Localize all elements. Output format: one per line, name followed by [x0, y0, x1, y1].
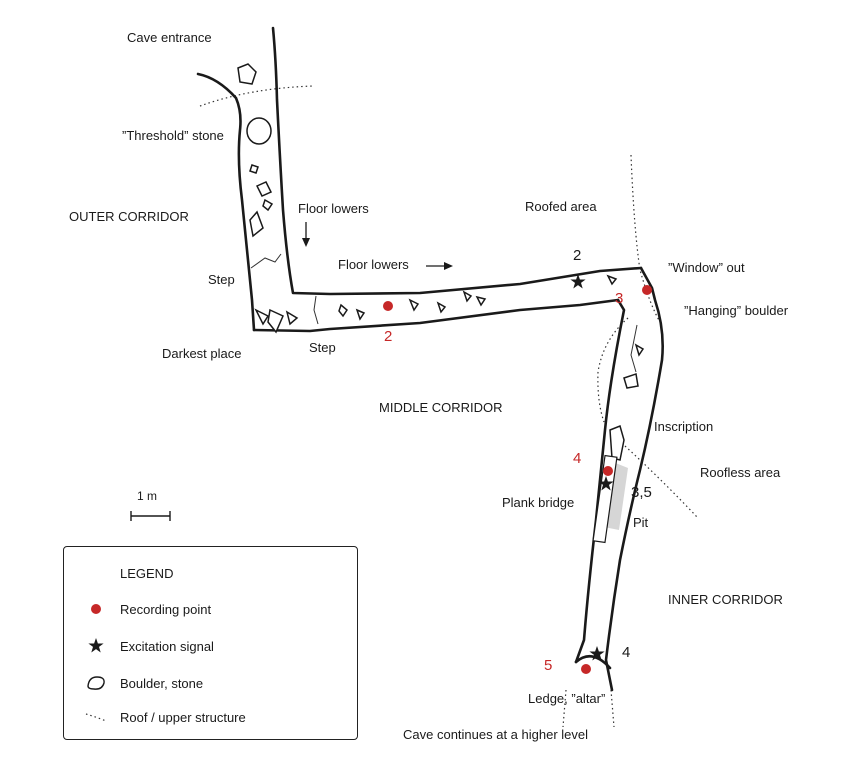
legend: LEGEND Recording point Excitation signal… [63, 546, 358, 740]
arrows [302, 222, 453, 270]
outer-corridor-right-wall [271, 26, 643, 296]
label-cave-continues: Cave continues at a higher level [403, 727, 589, 742]
boulder [249, 164, 259, 174]
boulder [462, 290, 473, 303]
recording-point-number: 4 [573, 450, 582, 467]
legend-title: LEGEND [120, 566, 174, 581]
boulders [237, 63, 645, 461]
threshold-stone [246, 117, 272, 145]
label-inner-corridor: INNER CORRIDOR [668, 592, 783, 607]
label-middle-corridor: MIDDLE CORRIDOR [379, 400, 503, 415]
recording-point [383, 301, 393, 311]
legend-item-boulder: Boulder, stone [64, 673, 354, 693]
plank-bridge [592, 454, 618, 544]
excitation-signal-number: 3,5 [631, 484, 652, 501]
label-plank-bridge: Plank bridge [502, 495, 575, 510]
roof-line-roofless [624, 445, 698, 518]
boulder [606, 274, 618, 286]
label-roofed-area: Roofed area [525, 199, 597, 214]
legend-item-excitation-signal: Excitation signal [64, 636, 354, 656]
star-icon [88, 638, 104, 653]
legend-item-label: Boulder, stone [120, 676, 204, 691]
dotted-line-icon [85, 713, 107, 722]
recording-point [603, 466, 613, 476]
roof-line-continue-right [610, 689, 615, 728]
legend-item-recording-point: Recording point [64, 599, 354, 619]
label-inscription: Inscription [654, 419, 714, 434]
pit [604, 462, 628, 530]
label-step-1: Step [208, 272, 235, 287]
label-floor-lowers-1: Floor lowers [298, 201, 369, 216]
label-cave-entrance: Cave entrance [127, 30, 212, 45]
recording-point [642, 285, 652, 295]
boulder [623, 373, 639, 389]
recording-point-number: 5 [544, 657, 553, 674]
recording-point-number: 3 [615, 290, 624, 307]
recording-point-number: 2 [384, 328, 393, 345]
roof-lines [199, 85, 698, 728]
legend-item-label: Roof / upper structure [120, 710, 246, 725]
recording-point [581, 664, 591, 674]
inner-corridor-right-wall [604, 266, 664, 692]
legend-item-label: Recording point [120, 602, 212, 617]
legend-item-label: Excitation signal [120, 639, 214, 654]
red-dot-icon [91, 604, 101, 614]
star-icon [589, 646, 605, 661]
star-icon [570, 274, 586, 289]
label-window-out: ”Window” out [668, 260, 745, 275]
roof-line-middle-left [597, 317, 629, 423]
scale-bar [130, 511, 171, 521]
boulder [237, 63, 257, 85]
roof-line-continue-left [562, 689, 567, 728]
boulder [262, 198, 274, 212]
boulder [255, 181, 273, 197]
label-outer-corridor: OUTER CORRIDOR [69, 209, 189, 224]
crack-lines [250, 253, 638, 373]
label-step-2: Step [309, 340, 336, 355]
excitation-signal-number: 2 [573, 247, 582, 264]
boulder-icon [87, 676, 105, 690]
recording-points [383, 285, 652, 674]
star-icon [598, 476, 614, 491]
boulder [475, 295, 487, 307]
corridor-bottom-wall [252, 298, 620, 333]
label-ledge-altar: Ledge, ”altar” [528, 691, 606, 706]
corridor-walls [196, 26, 664, 692]
excitation-signals [570, 274, 614, 661]
label-threshold-stone: ”Threshold” stone [122, 128, 224, 143]
boulder [267, 308, 284, 334]
boulder [408, 298, 420, 312]
label-floor-lowers-2: Floor lowers [338, 257, 409, 272]
boulder [609, 424, 625, 461]
scale-label: 1 m [137, 489, 158, 503]
excitation-signal-number: 4 [622, 644, 631, 661]
ledge-altar [574, 654, 612, 670]
legend-item-roof: Roof / upper structure [64, 707, 354, 727]
label-hanging-boulder: ”Hanging” boulder [684, 303, 789, 318]
boulder [254, 308, 270, 326]
boulder [285, 310, 299, 326]
boulder [249, 210, 264, 238]
label-pit: Pit [633, 515, 649, 530]
roof-line-window [630, 154, 661, 323]
boulder [355, 308, 366, 321]
inner-corridor-left-wall [574, 298, 626, 664]
label-darkest-place: Darkest place [162, 346, 242, 361]
outer-corridor-left-wall [196, 72, 256, 332]
roof-line-entrance [199, 85, 315, 107]
label-roofless-area: Roofless area [700, 465, 781, 480]
boulder [338, 303, 348, 318]
boulder [436, 301, 447, 314]
boulder [634, 343, 645, 357]
